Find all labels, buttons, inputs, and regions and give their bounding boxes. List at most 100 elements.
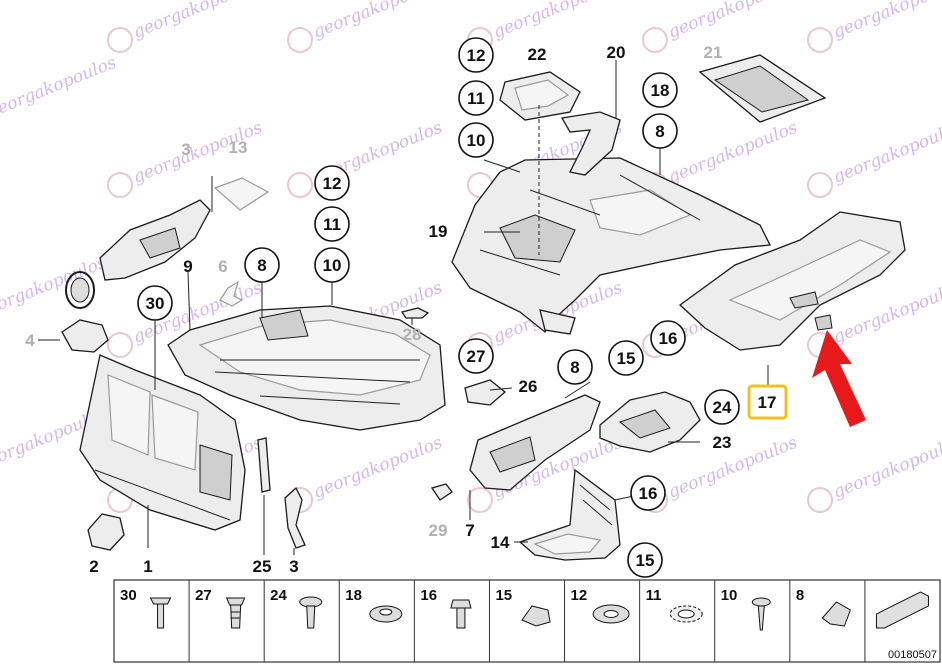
part-6-bracket — [219, 280, 244, 307]
legend-number: 8 — [796, 587, 804, 604]
callout-12: 12 — [458, 37, 494, 73]
legend-cell: 8 — [789, 580, 851, 662]
legend-number: 10 — [721, 587, 738, 604]
legend-number: 11 — [646, 587, 662, 604]
watermark-text: georgakopoulos — [310, 0, 445, 43]
legend-cell: 16 — [413, 580, 472, 662]
watermark-text: georgakopoulos — [830, 0, 942, 43]
watermark-text: georgakopoulos — [830, 433, 942, 503]
callout-label: 18 — [651, 81, 670, 100]
callout-label: 16 — [639, 484, 658, 503]
legend-cell: 10 — [714, 580, 771, 662]
callout-11: 11 — [458, 80, 494, 116]
callout-label: 11 — [467, 89, 485, 108]
expanding-rivet-icon — [225, 597, 246, 629]
watermark: georgakopoulos — [287, 433, 445, 513]
watermark-text: georgakopoulos — [665, 118, 800, 188]
watermark: georgakopoulos — [467, 0, 625, 53]
label-25: 25 — [253, 557, 272, 576]
callout-label: 12 — [323, 174, 342, 193]
callout-label: 12 — [467, 46, 486, 65]
callout-label: 15 — [617, 349, 636, 368]
watermark: georgakopoulos — [287, 118, 445, 198]
part-22-frame — [499, 71, 581, 255]
watermark-text: georgakopoulos — [310, 433, 445, 503]
callout-11-left: 11 — [314, 206, 350, 242]
label-28: 28 — [403, 325, 422, 344]
spring-nut-icon — [521, 605, 551, 627]
legend-number: 16 — [420, 587, 437, 604]
legend-cell: 11 — [639, 580, 703, 662]
callout-15: 15 — [608, 340, 644, 376]
callout-27: 27 — [458, 338, 494, 374]
label-6: 6 — [218, 257, 227, 276]
clip-icon — [821, 601, 851, 627]
label-3: 3 — [289, 557, 298, 576]
label-26: 26 — [519, 377, 538, 396]
callout-8-left: 8 — [244, 247, 280, 283]
highlight-box — [747, 384, 788, 420]
callout-label: 15 — [636, 551, 655, 570]
part-29-clip — [430, 483, 453, 501]
callout-16: 16 — [650, 320, 686, 356]
legend-cell: 30 — [120, 587, 172, 629]
watermark: georgakopoulos — [0, 53, 119, 123]
legend-number: 27 — [195, 587, 212, 604]
legend-number: 12 — [571, 587, 588, 604]
side-panel-8 — [469, 394, 601, 491]
callout-30: 30 — [137, 285, 173, 321]
callout-label: 16 — [659, 329, 678, 348]
part-2-cap — [87, 513, 125, 551]
label-23: 23 — [713, 433, 732, 452]
watermark-text: georgakopoulos — [130, 0, 265, 43]
callout-label: 8 — [655, 122, 664, 141]
label-17: 17 — [758, 393, 777, 412]
callout-label: 10 — [323, 256, 342, 275]
watermark: georgakopoulos — [807, 433, 942, 513]
ring-part — [65, 271, 95, 309]
label-19: 19 — [429, 222, 448, 241]
callout-12-left: 12 — [314, 165, 350, 201]
label-14: 14 — [491, 533, 510, 552]
bumper-carrier-1 — [79, 354, 246, 531]
part-3-bracket — [284, 486, 306, 549]
part-28-bracket — [400, 307, 430, 319]
callout-18: 18 — [642, 72, 678, 108]
label-20: 20 — [607, 43, 626, 62]
underbody-panel-19 — [451, 157, 772, 335]
hex-bolt-icon — [450, 599, 472, 629]
legend-cell: 24 — [263, 580, 323, 662]
legend-number: 24 — [270, 587, 287, 604]
watermark-text: georgakopoulos — [0, 53, 119, 123]
part-13-plate — [213, 177, 270, 211]
legend-cell: 12 — [564, 580, 630, 662]
part-20-bracket — [560, 60, 621, 176]
label-4: 4 — [25, 331, 35, 350]
plastic-rivet-icon — [299, 596, 323, 629]
callout-label: 8 — [570, 358, 579, 377]
callout-label: 8 — [257, 256, 266, 275]
watermark-text: georgakopoulos — [490, 0, 625, 43]
leader-lines — [147, 148, 769, 555]
callout-10: 10 — [458, 122, 494, 158]
callout-24: 24 — [704, 389, 740, 425]
diagram-number: 00180507 — [888, 649, 937, 661]
callout-label: 24 — [713, 398, 732, 417]
callout-10-left: 10 — [314, 247, 350, 283]
label-1: 1 — [143, 557, 152, 576]
watermark: georgakopoulos — [807, 0, 942, 53]
part-25-stud — [257, 437, 271, 493]
part-21-duct — [698, 54, 827, 123]
front-bracket — [99, 199, 211, 281]
legend-cell: 27 — [188, 580, 246, 662]
callout-17-highlighted: 17 — [747, 384, 788, 420]
push-rivet-icon — [149, 597, 172, 629]
retaining-ring-icon — [669, 605, 703, 623]
legend-number: 15 — [495, 587, 512, 604]
callout-label: 27 — [467, 347, 486, 366]
watermark: georgakopoulos — [287, 0, 445, 53]
